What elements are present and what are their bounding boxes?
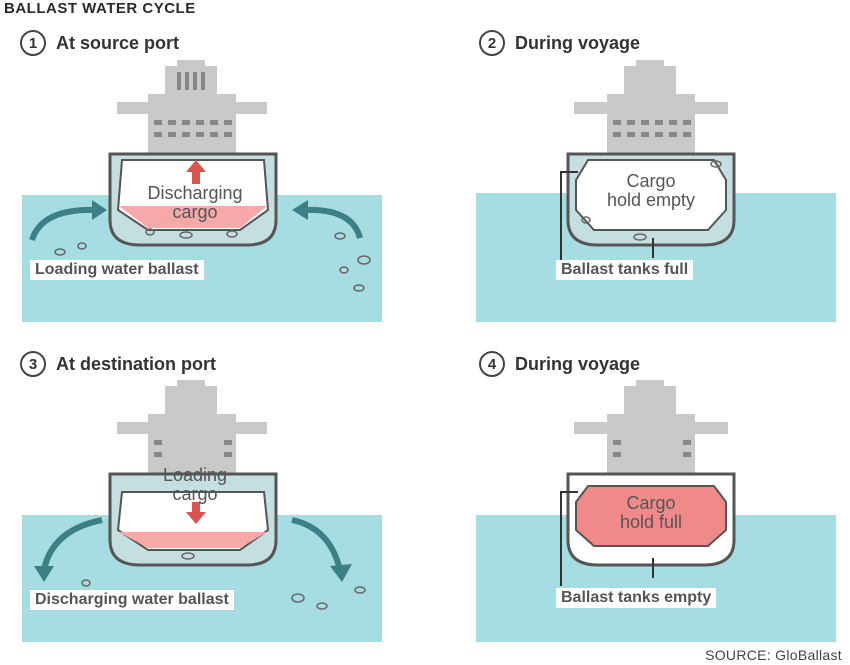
- panel-4-scene: Cargo hold full Ballast tanks empty: [476, 380, 836, 642]
- step-number-4: 4: [479, 351, 505, 377]
- cargo-label-line1: Cargo: [626, 171, 676, 191]
- panel-3-heading: 3 At destination port: [20, 351, 216, 377]
- step-number-3: 3: [20, 351, 46, 377]
- panel-2-scene: Cargo hold empty Ballast tanks full: [476, 60, 836, 322]
- left-arrow-icon: [41, 517, 103, 571]
- panel-4-heading: 4 During voyage: [479, 351, 640, 377]
- cargo-label-line2: hold full: [619, 512, 683, 532]
- cargo-label-line1: Discharging: [147, 183, 243, 203]
- panel-1-scene: Discharging cargo Loading water ballast: [22, 60, 382, 322]
- panel-3-scene: Loading cargo Discharging water ballast: [22, 380, 382, 642]
- right-arrow-icon: [303, 206, 363, 239]
- water-label: Ballast tanks full: [556, 260, 694, 280]
- panel-1-title: At source port: [56, 32, 180, 53]
- cargo-label-line1: Cargo: [626, 493, 676, 513]
- panel-1-heading: 1 At source port: [20, 30, 179, 56]
- panel-4-title: During voyage: [515, 353, 641, 374]
- cargo-label-line2: cargo: [172, 484, 218, 504]
- cargo-label-line2: cargo: [172, 202, 218, 222]
- panel-3-title: At destination port: [56, 353, 216, 374]
- cargo-label: Cargo hold full: [591, 494, 711, 532]
- step-number-2: 2: [479, 30, 505, 56]
- source-credit: SOURCE: GloBallast: [705, 647, 842, 663]
- up-arrow-icon: [186, 160, 206, 184]
- cargo-label: Loading cargo: [130, 466, 260, 504]
- left-arrow-icon: [29, 206, 98, 242]
- panel-2-title: During voyage: [515, 32, 641, 53]
- water-label: Loading water ballast: [30, 260, 204, 280]
- right-arrow-icon: [291, 517, 343, 571]
- diagram-title: BALLAST WATER CYCLE: [4, 0, 196, 17]
- cargo-label-line2: hold empty: [606, 190, 696, 210]
- down-arrow-icon: [186, 502, 206, 524]
- water-label: Discharging water ballast: [30, 590, 234, 610]
- cargo-label: Discharging cargo: [130, 184, 260, 222]
- cargo-label: Cargo hold empty: [591, 172, 711, 210]
- cargo-label-line1: Loading: [162, 465, 228, 485]
- water-label: Ballast tanks empty: [556, 588, 717, 608]
- panel-2-heading: 2 During voyage: [479, 30, 640, 56]
- ship-superstructure: [117, 60, 267, 154]
- step-number-1: 1: [20, 30, 46, 56]
